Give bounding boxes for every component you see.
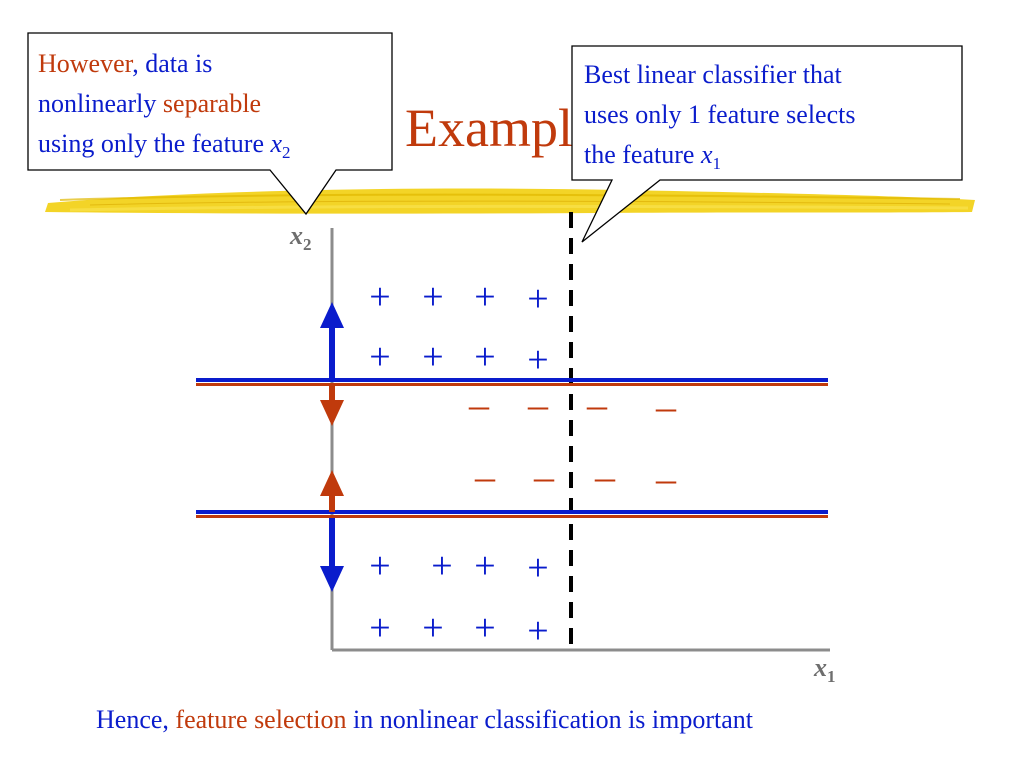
minus-point: – [594, 454, 616, 499]
footer-sentence: Hence, feature selection in nonlinear cl… [96, 705, 754, 734]
minus-points: – – – – – – – – [468, 382, 677, 501]
x-axis-label: x1 [813, 653, 836, 686]
callout-right-var: x [700, 140, 713, 169]
plus-point: + [422, 276, 443, 318]
plus-point: + [422, 336, 443, 378]
plus-points: + + + + + + + + + + + + + + + + [369, 276, 548, 652]
minus-point: – [533, 454, 555, 499]
upper-threshold-line [196, 378, 828, 386]
minus-point: – [655, 456, 677, 501]
plus-point: + [369, 607, 390, 649]
x-axis-sub: 1 [827, 667, 836, 686]
lower-threshold-line [196, 510, 828, 518]
callout-left-var: x [270, 129, 283, 158]
plus-point: + [527, 547, 548, 589]
footer-hence: Hence, [96, 705, 175, 734]
y-axis-var: x [289, 221, 303, 250]
y-axis-label: x2 [289, 221, 312, 254]
minus-point: – [655, 384, 677, 429]
footer-feature-selection: feature selection [175, 705, 346, 734]
plus-point: + [369, 276, 390, 318]
plus-point: + [369, 545, 390, 587]
plus-point: + [474, 545, 495, 587]
callout-left-however: However [38, 49, 134, 78]
callout-left-separable: separable [163, 89, 261, 118]
callout-right: Best linear classifier that uses only 1 … [571, 45, 963, 243]
up-arrow-red [320, 470, 344, 512]
slide-title: Example [405, 98, 597, 158]
plus-point: + [527, 339, 548, 381]
plus-point: + [474, 336, 495, 378]
callout-left-nonlinearly: nonlinearly [38, 89, 163, 118]
plus-point: + [527, 278, 548, 320]
callout-left-sub: 2 [282, 143, 291, 162]
plus-point: + [474, 607, 495, 649]
plus-point: + [474, 276, 495, 318]
callout-left-data-is: , data is [132, 49, 212, 78]
callout-left-using-feature: using only the feature [38, 129, 271, 158]
callout-right-line3: the feature x1 [584, 140, 721, 173]
callout-right-line2: uses only 1 feature selects [584, 100, 855, 129]
up-arrow-blue [320, 302, 344, 380]
callout-right-sub: 1 [712, 154, 721, 173]
x-axis-var: x [813, 653, 827, 682]
plus-point: + [369, 336, 390, 378]
callout-left: However, data is nonlinearly separable u… [27, 32, 393, 216]
callout-right-line1: Best linear classifier that [584, 60, 843, 89]
plus-point: + [422, 607, 443, 649]
callout-left-line1: However, data is [38, 49, 212, 78]
title-underline-highlighter [45, 188, 975, 214]
callout-right-the-feature: the feature [584, 140, 701, 169]
footer-rest: in nonlinear classification is important [346, 705, 753, 734]
minus-point: – [586, 382, 608, 427]
minus-point: – [474, 454, 496, 499]
callout-left-line2: nonlinearly separable [38, 89, 261, 118]
y-axis-sub: 2 [303, 235, 312, 254]
down-arrow-blue [320, 518, 344, 592]
plus-point: + [527, 610, 548, 652]
minus-point: – [468, 382, 490, 427]
plus-point: + [431, 545, 452, 587]
callout-left-line3: using only the feature x2 [38, 129, 291, 162]
down-arrow-red [320, 386, 344, 426]
minus-point: – [527, 382, 549, 427]
